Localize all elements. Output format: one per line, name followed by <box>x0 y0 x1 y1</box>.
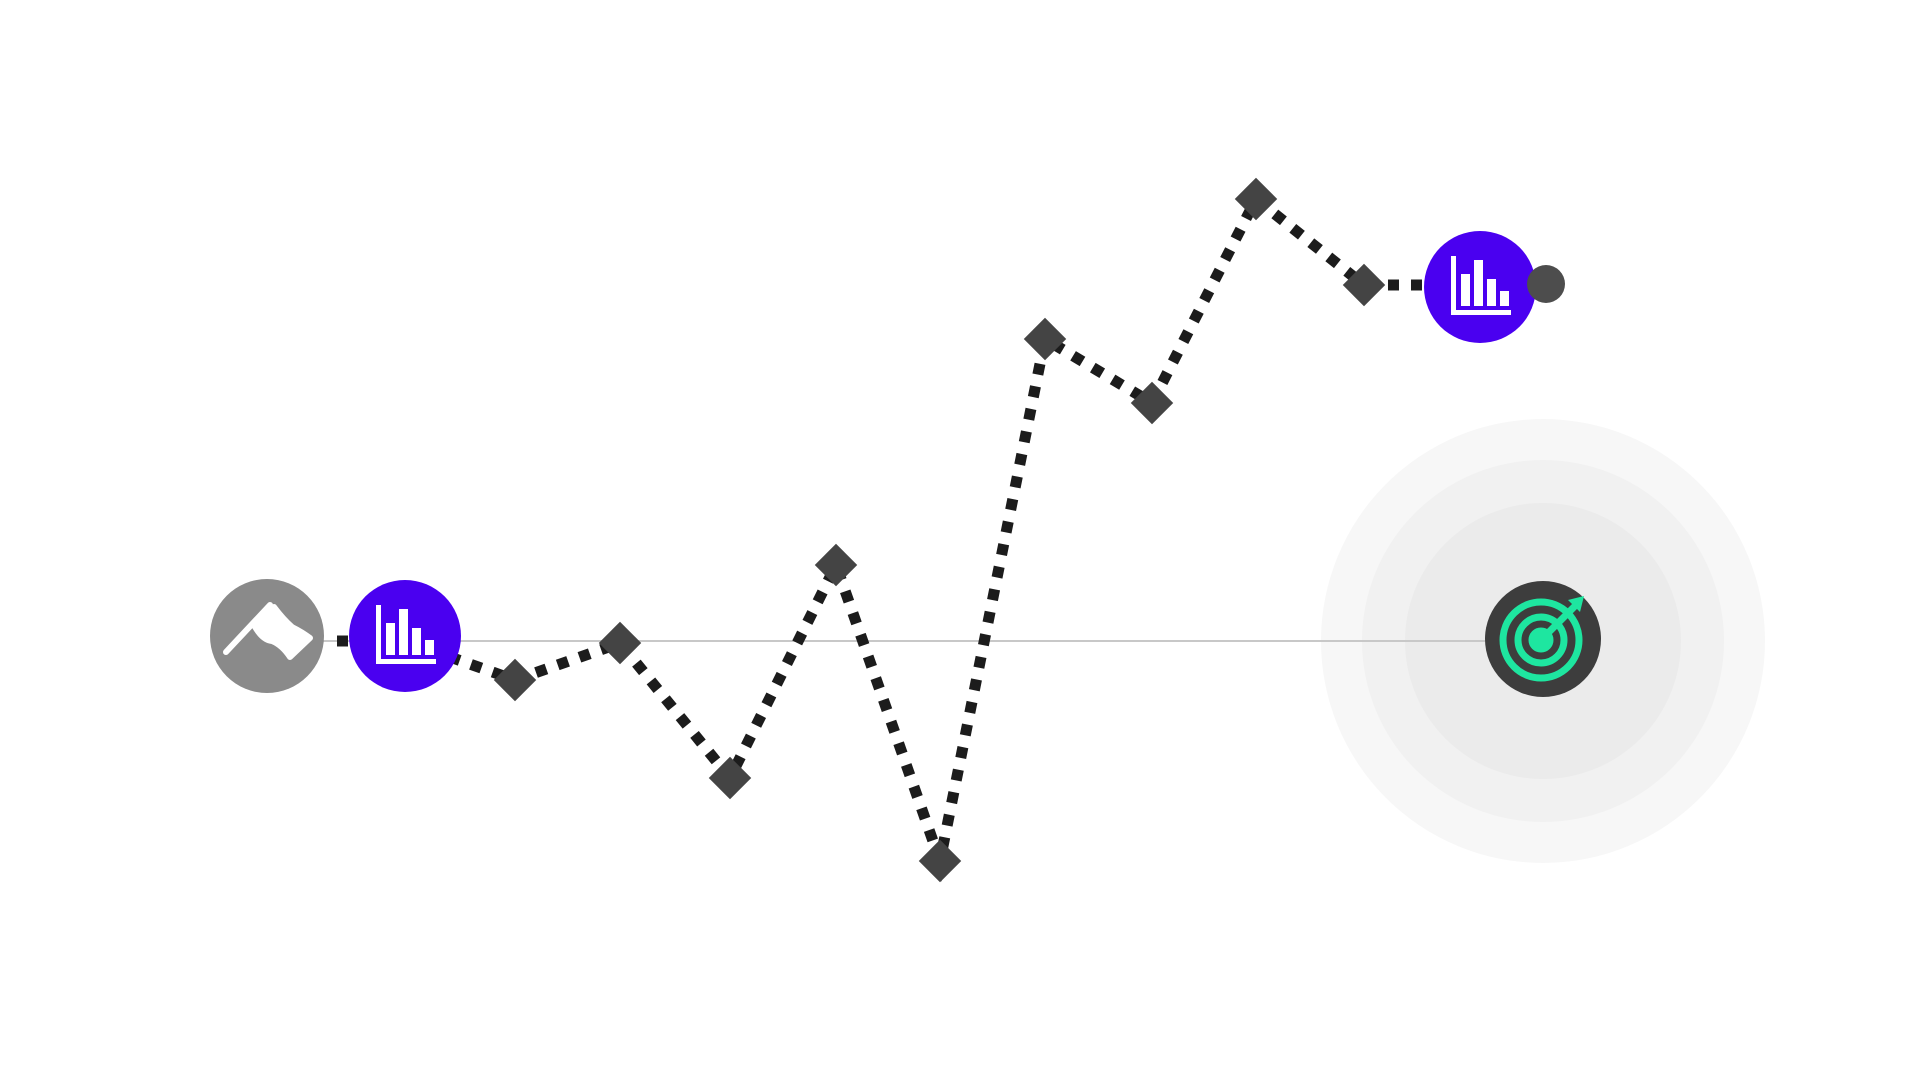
target-icon <box>1499 596 1584 682</box>
bar-chart-icon <box>1451 256 1511 315</box>
start-node <box>210 579 324 693</box>
end-dot <box>1527 265 1565 303</box>
goal-node <box>1485 581 1601 697</box>
waypoint-diamond <box>918 839 962 883</box>
flag-icon <box>223 602 313 660</box>
waypoint-diamond <box>1130 381 1174 425</box>
waypoint-diamond <box>1342 263 1386 307</box>
waypoints <box>493 177 1386 883</box>
milestone-node-start <box>349 580 461 692</box>
waypoint-diamond <box>1234 177 1278 221</box>
progress-path <box>337 190 1430 882</box>
waypoint-diamond <box>814 543 858 587</box>
waypoint-diamond <box>708 756 752 800</box>
waypoint-diamond <box>598 621 642 665</box>
milestone-node-end <box>1424 231 1536 343</box>
bar-chart-icon <box>376 605 436 664</box>
waypoint-diamond <box>493 658 537 702</box>
waypoint-diamond <box>1023 317 1067 361</box>
